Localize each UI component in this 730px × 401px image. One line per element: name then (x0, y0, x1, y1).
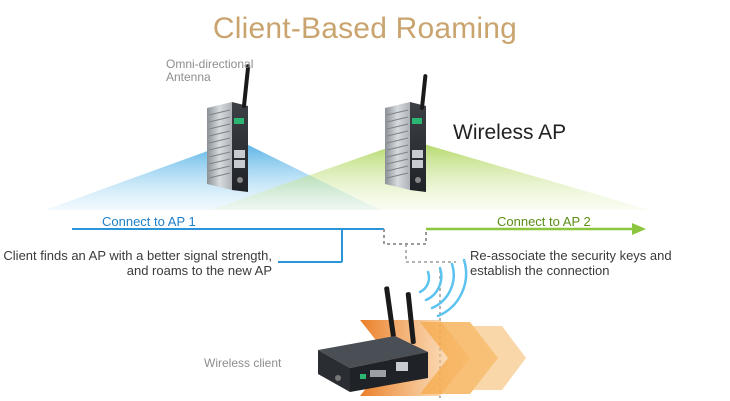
roaming-note: Client finds an AP with a better signal … (3, 248, 272, 278)
wireless-client-label: Wireless client (204, 356, 282, 370)
reassociate-note: Re-associate the security keys and estab… (470, 248, 672, 278)
ap2-arrowhead (632, 223, 646, 235)
antenna-label: Omni-directional Antenna (166, 57, 254, 84)
wireless-client-device (318, 286, 428, 392)
connect-ap1-label: Connect to AP 1 (102, 214, 196, 229)
connect-ap2-label: Connect to AP 2 (497, 214, 591, 229)
wireless-ap-1-device (207, 64, 251, 192)
roaming-transition-dashed (383, 229, 427, 245)
wireless-ap-label: Wireless AP (453, 121, 567, 144)
ap2-coverage-beam (210, 140, 650, 210)
client-dashed-connector (405, 244, 456, 263)
diagram-title: Client-Based Roaming (212, 12, 518, 45)
wireless-ap-2-device (385, 74, 428, 192)
wifi-signal-icon (418, 258, 468, 318)
